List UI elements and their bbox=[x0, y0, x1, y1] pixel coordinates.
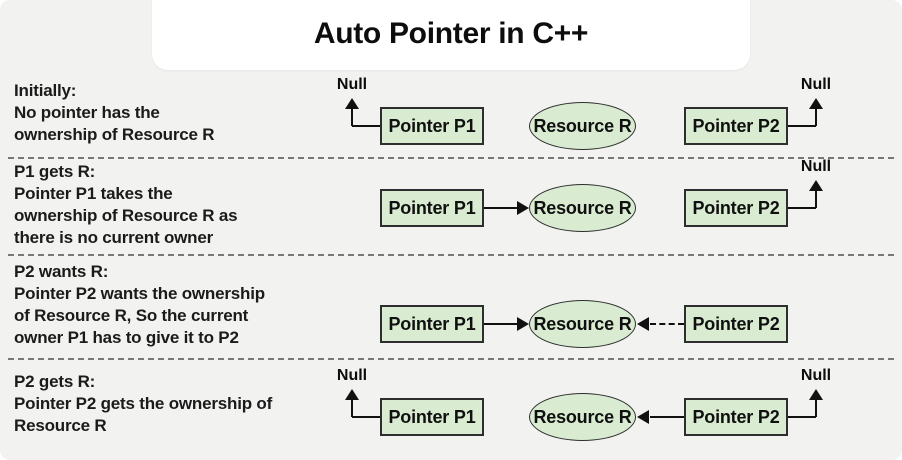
row2-pointer-p2-box: Pointer P2 bbox=[684, 189, 788, 227]
row-separator bbox=[8, 157, 894, 159]
row2-line: ownership of Resource R as bbox=[14, 206, 238, 225]
row2-description: P1 gets R: Pointer P1 takes the ownershi… bbox=[14, 161, 359, 249]
row3-p1-to-resource-arrow-line bbox=[484, 323, 518, 325]
row1-pointer-p1-box: Pointer P1 bbox=[380, 107, 484, 145]
row1-line: ownership of Resource R bbox=[14, 125, 215, 144]
row1-null-label-right: Null bbox=[800, 76, 832, 93]
row1-null-arrowhead-left-icon bbox=[345, 98, 359, 109]
row3-resource-ellipse: Resource R bbox=[529, 300, 636, 348]
row1-null-arrow-left-hline bbox=[352, 125, 380, 127]
row2-p1-to-resource-arrow-line bbox=[484, 207, 518, 209]
row3-pointer-p2-box: Pointer P2 bbox=[684, 305, 788, 343]
row3-p1-to-resource-arrowhead-icon bbox=[517, 317, 529, 331]
row4-null-arrow-right-hline bbox=[788, 416, 816, 418]
row4-pointer-p2-box: Pointer P2 bbox=[684, 398, 788, 436]
row-separator bbox=[8, 358, 894, 360]
row3-line: owner P1 has to give it to P2 bbox=[14, 328, 239, 347]
row1-null-arrow-left-vline bbox=[351, 107, 353, 126]
row4-heading: P2 gets R: bbox=[14, 372, 96, 391]
row4-null-arrowhead-right-icon bbox=[809, 389, 823, 400]
row4-null-arrow-right-vline bbox=[815, 398, 817, 417]
row2-pointer-p1-box: Pointer P1 bbox=[380, 189, 484, 227]
row-separator bbox=[8, 254, 894, 256]
row3-p2-to-resource-dashed-line bbox=[650, 323, 684, 325]
row2-null-arrow-right-vline bbox=[815, 189, 817, 208]
row1-null-arrow-right-vline bbox=[815, 107, 817, 126]
row2-line: Pointer P1 takes the bbox=[14, 184, 173, 203]
row4-resource-ellipse: Resource R bbox=[529, 393, 636, 441]
row2-null-label-right: Null bbox=[800, 158, 832, 175]
row4-pointer-p1-box: Pointer P1 bbox=[380, 398, 484, 436]
row3-description: P2 wants R: Pointer P2 wants the ownersh… bbox=[14, 261, 359, 349]
row1-line: No pointer has the bbox=[14, 103, 160, 122]
row4-p2-to-resource-arrowhead-icon bbox=[637, 410, 649, 424]
row2-null-arrowhead-right-icon bbox=[809, 180, 823, 191]
row1-null-label-left: Null bbox=[336, 76, 368, 93]
row1-description: Initially: No pointer has the ownership … bbox=[14, 80, 359, 146]
row1-null-arrowhead-right-icon bbox=[809, 98, 823, 109]
row2-p1-to-resource-arrowhead-icon bbox=[517, 201, 529, 215]
row3-line: of Resource R, So the current bbox=[14, 306, 249, 325]
row3-heading: P2 wants R: bbox=[14, 262, 109, 281]
row1-resource-ellipse: Resource R bbox=[529, 102, 636, 150]
row4-line: Resource R bbox=[14, 416, 107, 435]
row4-null-arrowhead-left-icon bbox=[345, 389, 359, 400]
row4-null-label-left: Null bbox=[336, 367, 368, 384]
row3-pointer-p1-box: Pointer P1 bbox=[380, 305, 484, 343]
row4-null-arrow-left-hline bbox=[352, 416, 380, 418]
row3-p2-to-resource-arrowhead-icon bbox=[637, 317, 649, 331]
row2-resource-ellipse: Resource R bbox=[529, 184, 636, 232]
row1-null-arrow-right-hline bbox=[788, 125, 816, 127]
row4-line: Pointer P2 gets the ownership of bbox=[14, 394, 273, 413]
row1-pointer-p2-box: Pointer P2 bbox=[684, 107, 788, 145]
row3-line: Pointer P2 wants the ownership bbox=[14, 284, 265, 303]
row2-heading: P1 gets R: bbox=[14, 162, 96, 181]
row2-null-arrow-right-hline bbox=[788, 207, 816, 209]
title-card bbox=[152, 0, 750, 70]
row4-description: P2 gets R: Pointer P2 gets the ownership… bbox=[14, 371, 359, 437]
row1-heading: Initially: bbox=[14, 81, 77, 100]
row4-null-label-right: Null bbox=[800, 367, 832, 384]
row4-p2-to-resource-arrow-line bbox=[650, 416, 684, 418]
row2-line: there is no current owner bbox=[14, 228, 214, 247]
row4-null-arrow-left-vline bbox=[351, 398, 353, 417]
page-title: Auto Pointer in C++ bbox=[313, 17, 589, 50]
